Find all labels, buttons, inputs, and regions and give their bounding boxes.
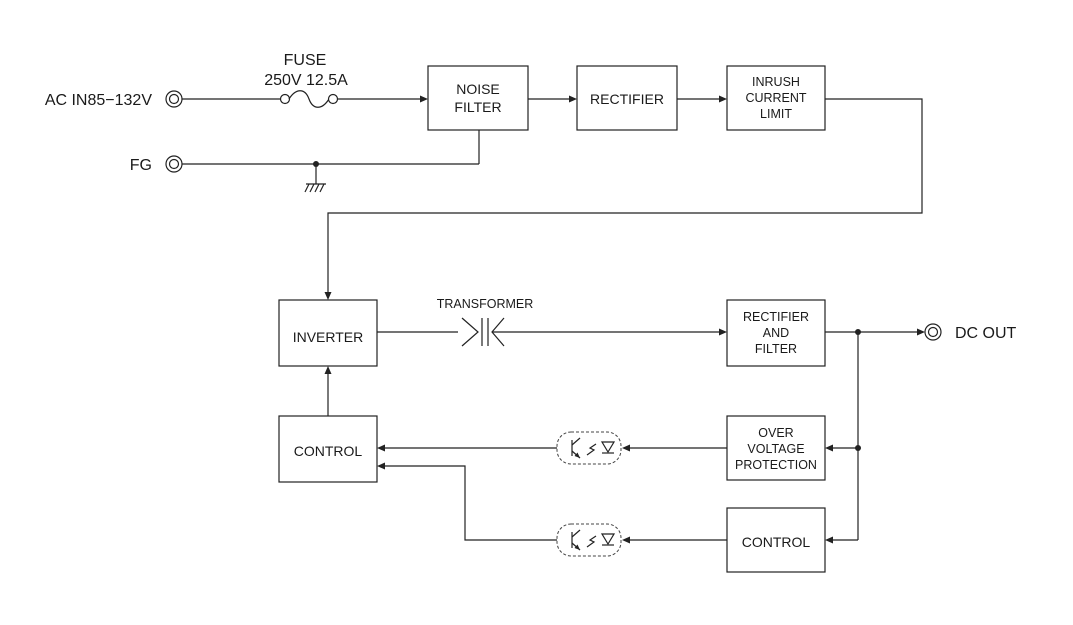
arrow-control-to-inverter [324, 366, 332, 374]
fg-terminal [165, 155, 183, 173]
secondary-control-label: CONTROL [742, 534, 811, 550]
fuse-symbol [279, 90, 339, 108]
arrow-to-inverter [324, 292, 332, 300]
arrow-to-inrush [719, 95, 727, 103]
inrush-line-2: CURRENT [745, 91, 806, 105]
arrow-to-opto-2 [622, 536, 630, 544]
inverter-block [278, 299, 378, 367]
opto-2-to-control-wire [383, 465, 557, 541]
noise-filter-line-1: NOISE [456, 81, 500, 97]
fuse-title: FUSE [284, 52, 327, 69]
arrow-to-rectifier [569, 95, 577, 103]
rectifier-label: RECTIFIER [590, 91, 664, 107]
optocoupler-icon [556, 523, 622, 557]
inrush-line-1: INRUSH [752, 75, 800, 89]
arrow-to-secondary-control [825, 536, 833, 544]
transformer-label: TRANSFORMER [437, 297, 534, 311]
secondary-control-block [726, 507, 826, 573]
rectifier-filter-line-2: AND [763, 326, 789, 340]
arrow-to-opto-1 [622, 444, 630, 452]
ac-in-label: AC IN85−132V [45, 92, 153, 109]
arrow-to-primary-control-1 [377, 444, 385, 452]
rectifier-filter-line-3: FILTER [755, 342, 797, 356]
noise-filter-line-2: FILTER [454, 99, 501, 115]
inverter-label: INVERTER [293, 329, 364, 345]
ovp-line-3: PROTECTION [735, 458, 817, 472]
ovp-line-1: OVER [758, 426, 793, 440]
inrush-line-3: LIMIT [760, 107, 792, 121]
dc-out-terminal [924, 323, 942, 341]
rectifier-filter-block [726, 299, 826, 367]
arrow-to-ovp [825, 444, 833, 452]
arrow-to-noise-filter [420, 95, 428, 103]
arrow-to-rectifier-filter [719, 328, 727, 336]
ovp-line-2: VOLTAGE [747, 442, 804, 456]
fg-label: FG [130, 157, 152, 174]
rectifier-block [576, 65, 678, 131]
dc-out-label: DC OUT [955, 325, 1017, 342]
fuse-rating: 250V 12.5A [264, 72, 348, 89]
arrow-to-dc-out [917, 328, 925, 336]
ground-icon [304, 164, 326, 193]
over-voltage-protection-block [726, 415, 826, 481]
primary-control-label: CONTROL [294, 443, 363, 459]
rectifier-filter-line-1: RECTIFIER [743, 310, 809, 324]
ac-in-terminal [165, 90, 183, 108]
arrow-to-primary-control-2 [377, 462, 385, 470]
optocoupler-icon [556, 431, 622, 465]
noise-filter-block [427, 65, 529, 131]
inrush-to-inverter-wire [327, 98, 923, 294]
inrush-current-limit-block [726, 65, 826, 131]
